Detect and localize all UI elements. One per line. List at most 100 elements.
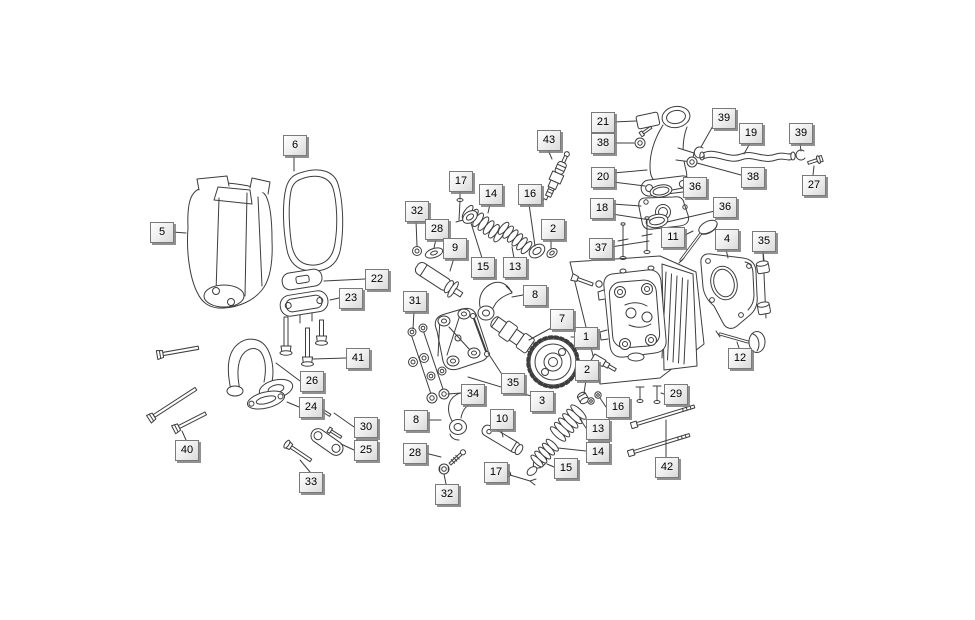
callout-label: 30 (359, 421, 373, 433)
callout-15[interactable]: 15 (471, 257, 495, 278)
callout-26[interactable]: 26 (300, 371, 324, 392)
callout-label: 15 (476, 261, 490, 273)
callout-label: 8 (531, 289, 539, 301)
callout-32-b[interactable]: 32 (435, 484, 459, 505)
callout-11[interactable]: 11 (661, 227, 685, 248)
callout-label: 27 (807, 179, 821, 191)
part-washers-31 (407, 323, 447, 395)
callout-32[interactable]: 32 (405, 201, 429, 222)
callout-3[interactable]: 3 (530, 391, 554, 412)
callout-label: 25 (359, 444, 373, 456)
callout-40[interactable]: 40 (175, 440, 199, 461)
callout-6[interactable]: 6 (283, 135, 307, 156)
callout-21[interactable]: 21 (591, 112, 615, 133)
callout-16[interactable]: 16 (518, 184, 542, 205)
part-head-boundary (569, 255, 705, 385)
callout-label: 32 (440, 488, 454, 500)
callout-label: 39 (717, 112, 731, 124)
callout-7[interactable]: 7 (550, 309, 574, 330)
callout-35-b[interactable]: 35 (501, 373, 525, 394)
callout-38-b[interactable]: 38 (741, 167, 765, 188)
part-spark-plug-43 (542, 151, 570, 201)
callout-9[interactable]: 9 (443, 238, 467, 259)
callout-14-b[interactable]: 14 (586, 442, 610, 463)
callout-22[interactable]: 22 (365, 269, 389, 290)
callout-5[interactable]: 5 (150, 222, 174, 243)
callout-8[interactable]: 8 (523, 285, 547, 306)
part-bolt-33 (283, 439, 313, 463)
callout-label: 35 (506, 377, 520, 389)
callout-33[interactable]: 33 (299, 472, 323, 493)
part-hose-19 (699, 150, 796, 162)
part-nut-38-right (686, 156, 698, 168)
callout-20[interactable]: 20 (591, 167, 615, 188)
part-studs-37 (617, 216, 653, 260)
part-plate-22 (281, 268, 323, 291)
part-spring-13-top (497, 221, 533, 255)
callout-label: 36 (688, 181, 702, 193)
callout-34[interactable]: 34 (461, 384, 485, 405)
callout-17-b[interactable]: 17 (484, 462, 508, 483)
part-seal-2-mid (576, 391, 590, 405)
callout-25[interactable]: 25 (354, 440, 378, 461)
callout-2-b[interactable]: 2 (575, 360, 599, 381)
callout-39-b[interactable]: 39 (789, 123, 813, 144)
callout-28[interactable]: 28 (425, 219, 449, 240)
callout-label: 11 (667, 231, 679, 243)
part-oring-36-top (649, 184, 673, 198)
callout-39[interactable]: 39 (712, 108, 736, 129)
callout-36-b[interactable]: 36 (713, 197, 737, 218)
callout-17[interactable]: 17 (449, 171, 473, 192)
callout-28-b[interactable]: 28 (403, 443, 427, 464)
part-retainer-15-top (462, 210, 478, 224)
callout-label: 2 (583, 364, 591, 376)
callout-13-b[interactable]: 13 (586, 419, 610, 440)
callout-12[interactable]: 12 (728, 348, 752, 369)
callout-16-b[interactable]: 16 (606, 397, 630, 418)
callout-label: 18 (595, 202, 609, 214)
callout-18[interactable]: 18 (590, 198, 614, 219)
part-washer-28-top (424, 247, 444, 259)
part-bolts-41 (279, 316, 328, 367)
part-tappet-9 (414, 261, 464, 298)
callout-label: 5 (158, 226, 166, 238)
callout-label: 15 (559, 462, 573, 474)
callout-2[interactable]: 2 (541, 219, 565, 240)
callout-41[interactable]: 41 (346, 348, 370, 369)
callout-14[interactable]: 14 (479, 184, 503, 205)
callout-label: 31 (408, 295, 422, 307)
part-screw-28-bottom (448, 449, 467, 466)
callout-10[interactable]: 10 (490, 409, 514, 430)
callout-label: 17 (489, 466, 503, 478)
callout-38[interactable]: 38 (591, 133, 615, 154)
callout-30[interactable]: 30 (354, 417, 378, 438)
callout-label: 39 (794, 127, 808, 139)
callout-19[interactable]: 19 (739, 123, 763, 144)
callout-23[interactable]: 23 (339, 288, 363, 309)
callout-37[interactable]: 37 (589, 238, 613, 259)
callout-13[interactable]: 13 (503, 257, 527, 278)
callout-15-b[interactable]: 15 (554, 458, 578, 479)
callout-1[interactable]: 1 (574, 327, 598, 348)
callout-label: 36 (718, 201, 732, 213)
callout-8-b[interactable]: 8 (404, 410, 428, 431)
part-valve-12 (715, 330, 766, 353)
callout-label: 43 (542, 134, 556, 146)
callout-29[interactable]: 29 (664, 384, 688, 405)
callout-35[interactable]: 35 (752, 231, 776, 252)
part-oring-2-top (546, 247, 558, 259)
callout-label: 38 (746, 171, 760, 183)
callout-4[interactable]: 4 (715, 229, 739, 250)
callout-24[interactable]: 24 (299, 397, 323, 418)
part-rocker-8-top (477, 281, 513, 321)
callout-36[interactable]: 36 (683, 177, 707, 198)
callout-label: 23 (344, 292, 358, 304)
callout-31[interactable]: 31 (403, 291, 427, 312)
callout-27[interactable]: 27 (802, 175, 826, 196)
callout-43[interactable]: 43 (537, 130, 561, 151)
part-spring-14-mid (530, 438, 559, 468)
callout-42[interactable]: 42 (655, 457, 679, 478)
part-gasket-4 (700, 253, 758, 329)
part-spring-13-mid (549, 404, 587, 442)
